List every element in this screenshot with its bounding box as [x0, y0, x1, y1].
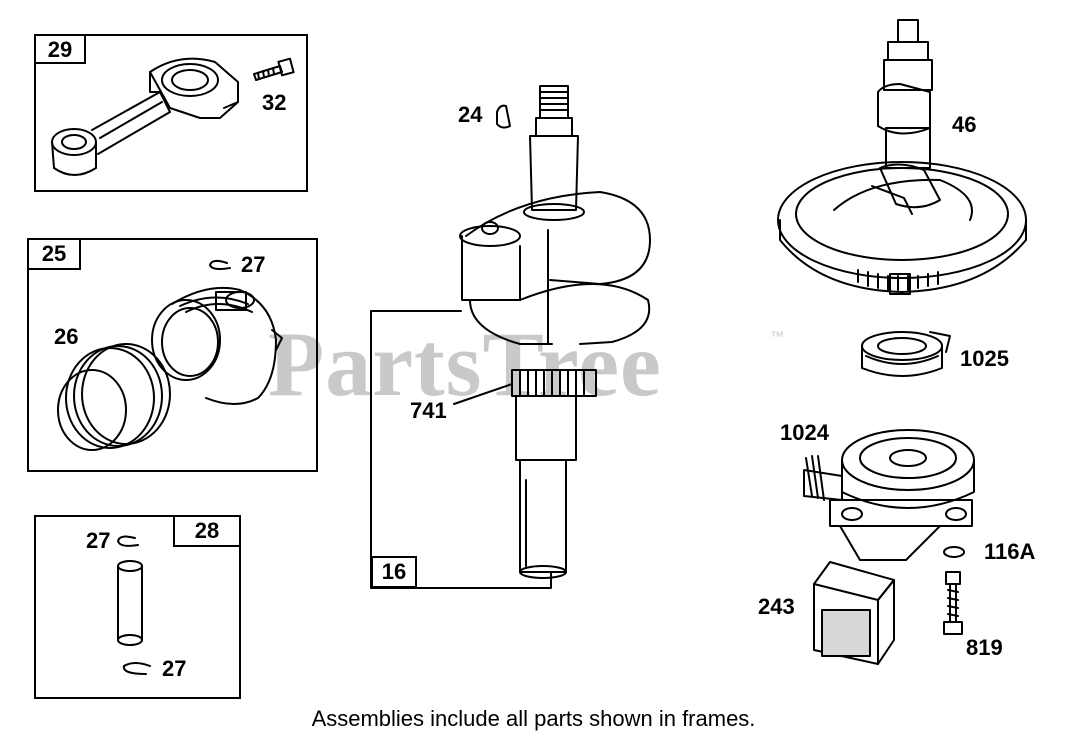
frame-tag-28: 28	[173, 515, 241, 547]
woodruff-key-drawing	[496, 104, 511, 129]
label-26: 26	[54, 324, 79, 349]
frame-tag-29: 29	[34, 34, 86, 64]
piston-drawing	[151, 286, 283, 405]
leader-741	[453, 383, 513, 405]
connecting-rod-drawing	[51, 57, 239, 176]
label-27-pin-clip-bottom: 27	[162, 656, 187, 681]
label-27-pin-clip-top: 27	[86, 528, 111, 553]
label-741: 741	[410, 398, 447, 423]
caption: Assemblies include all parts shown in fr…	[311, 706, 756, 731]
frame-piston-pin	[34, 515, 241, 699]
label-1025: 1025	[960, 346, 1009, 371]
crankshaft-frame-lines	[370, 310, 552, 589]
frame-piston	[27, 238, 318, 472]
frame-tag-16: 16	[371, 556, 417, 588]
bushing-drawing	[861, 331, 951, 377]
trademark-symbol: ™	[770, 328, 784, 344]
label-116A: 116A	[984, 539, 1036, 564]
pin-clip-bottom-drawing	[122, 662, 151, 675]
camshaft-drawing	[871, 19, 941, 215]
label-27-piston-clip: 27	[241, 252, 266, 277]
label-1024: 1024	[780, 420, 829, 445]
filter-drawing	[813, 561, 895, 665]
label-819: 819	[966, 635, 1003, 660]
piston-rings-drawing	[57, 343, 171, 451]
frame-connecting-rod	[34, 34, 308, 192]
label-46: 46	[952, 112, 977, 137]
piston-pin-drawing	[117, 560, 143, 646]
pin-clip-top-drawing	[117, 535, 139, 547]
crankshaft-drawing	[459, 85, 651, 579]
governor-drawing	[803, 429, 975, 561]
washer-drawing	[943, 546, 965, 558]
bolt-32-drawing	[253, 57, 295, 81]
screw-drawing	[943, 571, 963, 635]
label-243: 243	[758, 594, 795, 619]
cam-gear-drawing	[777, 161, 1027, 295]
piston-clip-drawing	[209, 259, 231, 270]
frame-tag-25: 25	[27, 238, 81, 270]
label-32: 32	[262, 90, 287, 115]
label-24: 24	[458, 102, 483, 127]
